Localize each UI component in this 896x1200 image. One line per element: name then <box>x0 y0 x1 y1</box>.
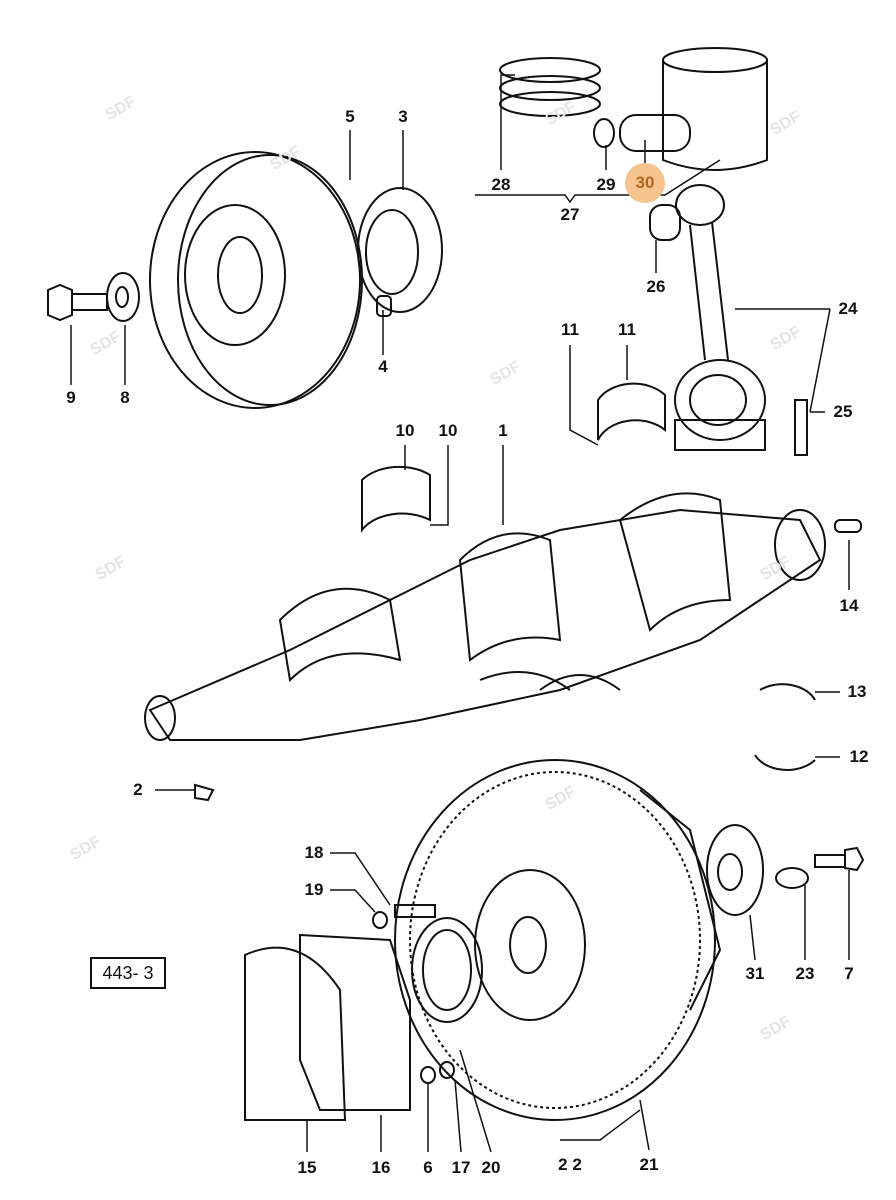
callout-19[interactable]: 19 <box>304 880 324 899</box>
hub <box>357 187 443 317</box>
callout-10[interactable]: 10 <box>395 421 415 440</box>
callout-20[interactable]: 20 <box>481 1158 501 1177</box>
callout-8[interactable]: 8 <box>120 388 130 407</box>
bolt-washer <box>47 272 140 322</box>
leader-lines <box>70 74 850 1153</box>
callout-9[interactable]: 9 <box>66 388 76 407</box>
callout-1[interactable]: 1 <box>498 421 508 440</box>
callout-4[interactable]: 4 <box>378 357 388 376</box>
callout-11[interactable]: 11 <box>561 320 579 339</box>
callout-11[interactable]: 11 <box>618 320 636 339</box>
crankshaft <box>144 492 862 741</box>
callout-28[interactable]: 28 <box>491 175 511 194</box>
callout-2[interactable]: 2 <box>133 780 143 799</box>
callout-24[interactable]: 24 <box>838 299 858 318</box>
piston-rings <box>499 57 601 117</box>
callout-6[interactable]: 6 <box>423 1158 433 1177</box>
key <box>194 783 215 802</box>
thrust-washers <box>754 683 816 771</box>
flywheel <box>394 759 722 1121</box>
callout-10[interactable]: 10 <box>438 421 458 440</box>
diagram-code: 443- 3 <box>90 957 166 989</box>
callout-27[interactable]: 27 <box>560 205 580 224</box>
callout-23[interactable]: 23 <box>795 964 815 983</box>
flange <box>706 824 865 916</box>
callout-12[interactable]: 12 <box>849 747 869 766</box>
callout-29[interactable]: 29 <box>596 175 616 194</box>
callout-16[interactable]: 16 <box>371 1158 391 1177</box>
callout-14[interactable]: 14 <box>839 596 859 615</box>
callout-18[interactable]: 18 <box>304 843 324 862</box>
callout-21[interactable]: 21 <box>639 1155 659 1174</box>
callout-7[interactable]: 7 <box>844 964 854 983</box>
pulley <box>149 151 363 409</box>
seal-and-gaskets <box>244 904 483 1121</box>
bearing-shells <box>361 382 666 533</box>
callout-13[interactable]: 13 <box>847 682 867 701</box>
callout-22[interactable]: 2 2 <box>558 1155 582 1174</box>
piston <box>593 47 768 171</box>
callout-26[interactable]: 26 <box>646 277 666 296</box>
callout-31[interactable]: 31 <box>745 964 765 983</box>
callout-25[interactable]: 25 <box>833 402 853 421</box>
callout-30-highlighted[interactable]: 30 <box>625 163 665 203</box>
callout-15[interactable]: 15 <box>297 1158 317 1177</box>
callout-5[interactable]: 5 <box>345 107 355 126</box>
callout-3[interactable]: 3 <box>398 107 408 126</box>
callout-17[interactable]: 17 <box>451 1158 471 1177</box>
connecting-rod <box>649 184 808 456</box>
